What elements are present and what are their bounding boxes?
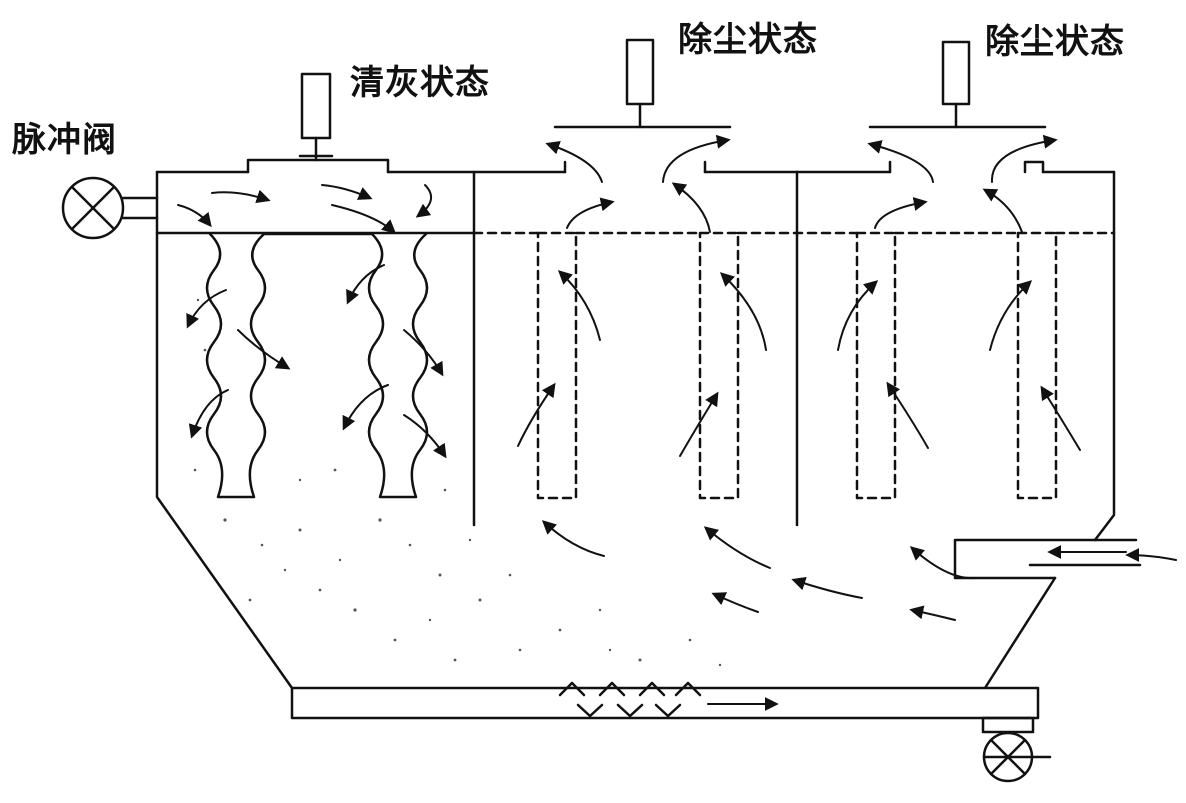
pulse-valve-label: 脉冲阀: [12, 120, 117, 160]
inlet-duct: [953, 538, 1142, 580]
housing: [155, 170, 1116, 690]
filter-bags-dashed: [472, 231, 1116, 500]
dedust-damper-1: [553, 38, 799, 174]
cleaning-state-label: 清灰状态: [350, 63, 490, 103]
screw-conveyor: [290, 681, 1040, 720]
cleaning-bags: [205, 232, 429, 499]
rotary-valve-icon: [981, 716, 1052, 783]
cleaning-chamber-plenum: [246, 72, 390, 174]
flow-arrows: [177, 134, 1177, 711]
dust-particles: [193, 298, 722, 667]
dedust-state-label-1: 除尘状态: [678, 20, 818, 60]
dedust-damper-2: [795, 40, 1047, 174]
dedust-state-label-2: 除尘状态: [985, 22, 1125, 62]
pulse-valve-icon: [61, 176, 159, 240]
